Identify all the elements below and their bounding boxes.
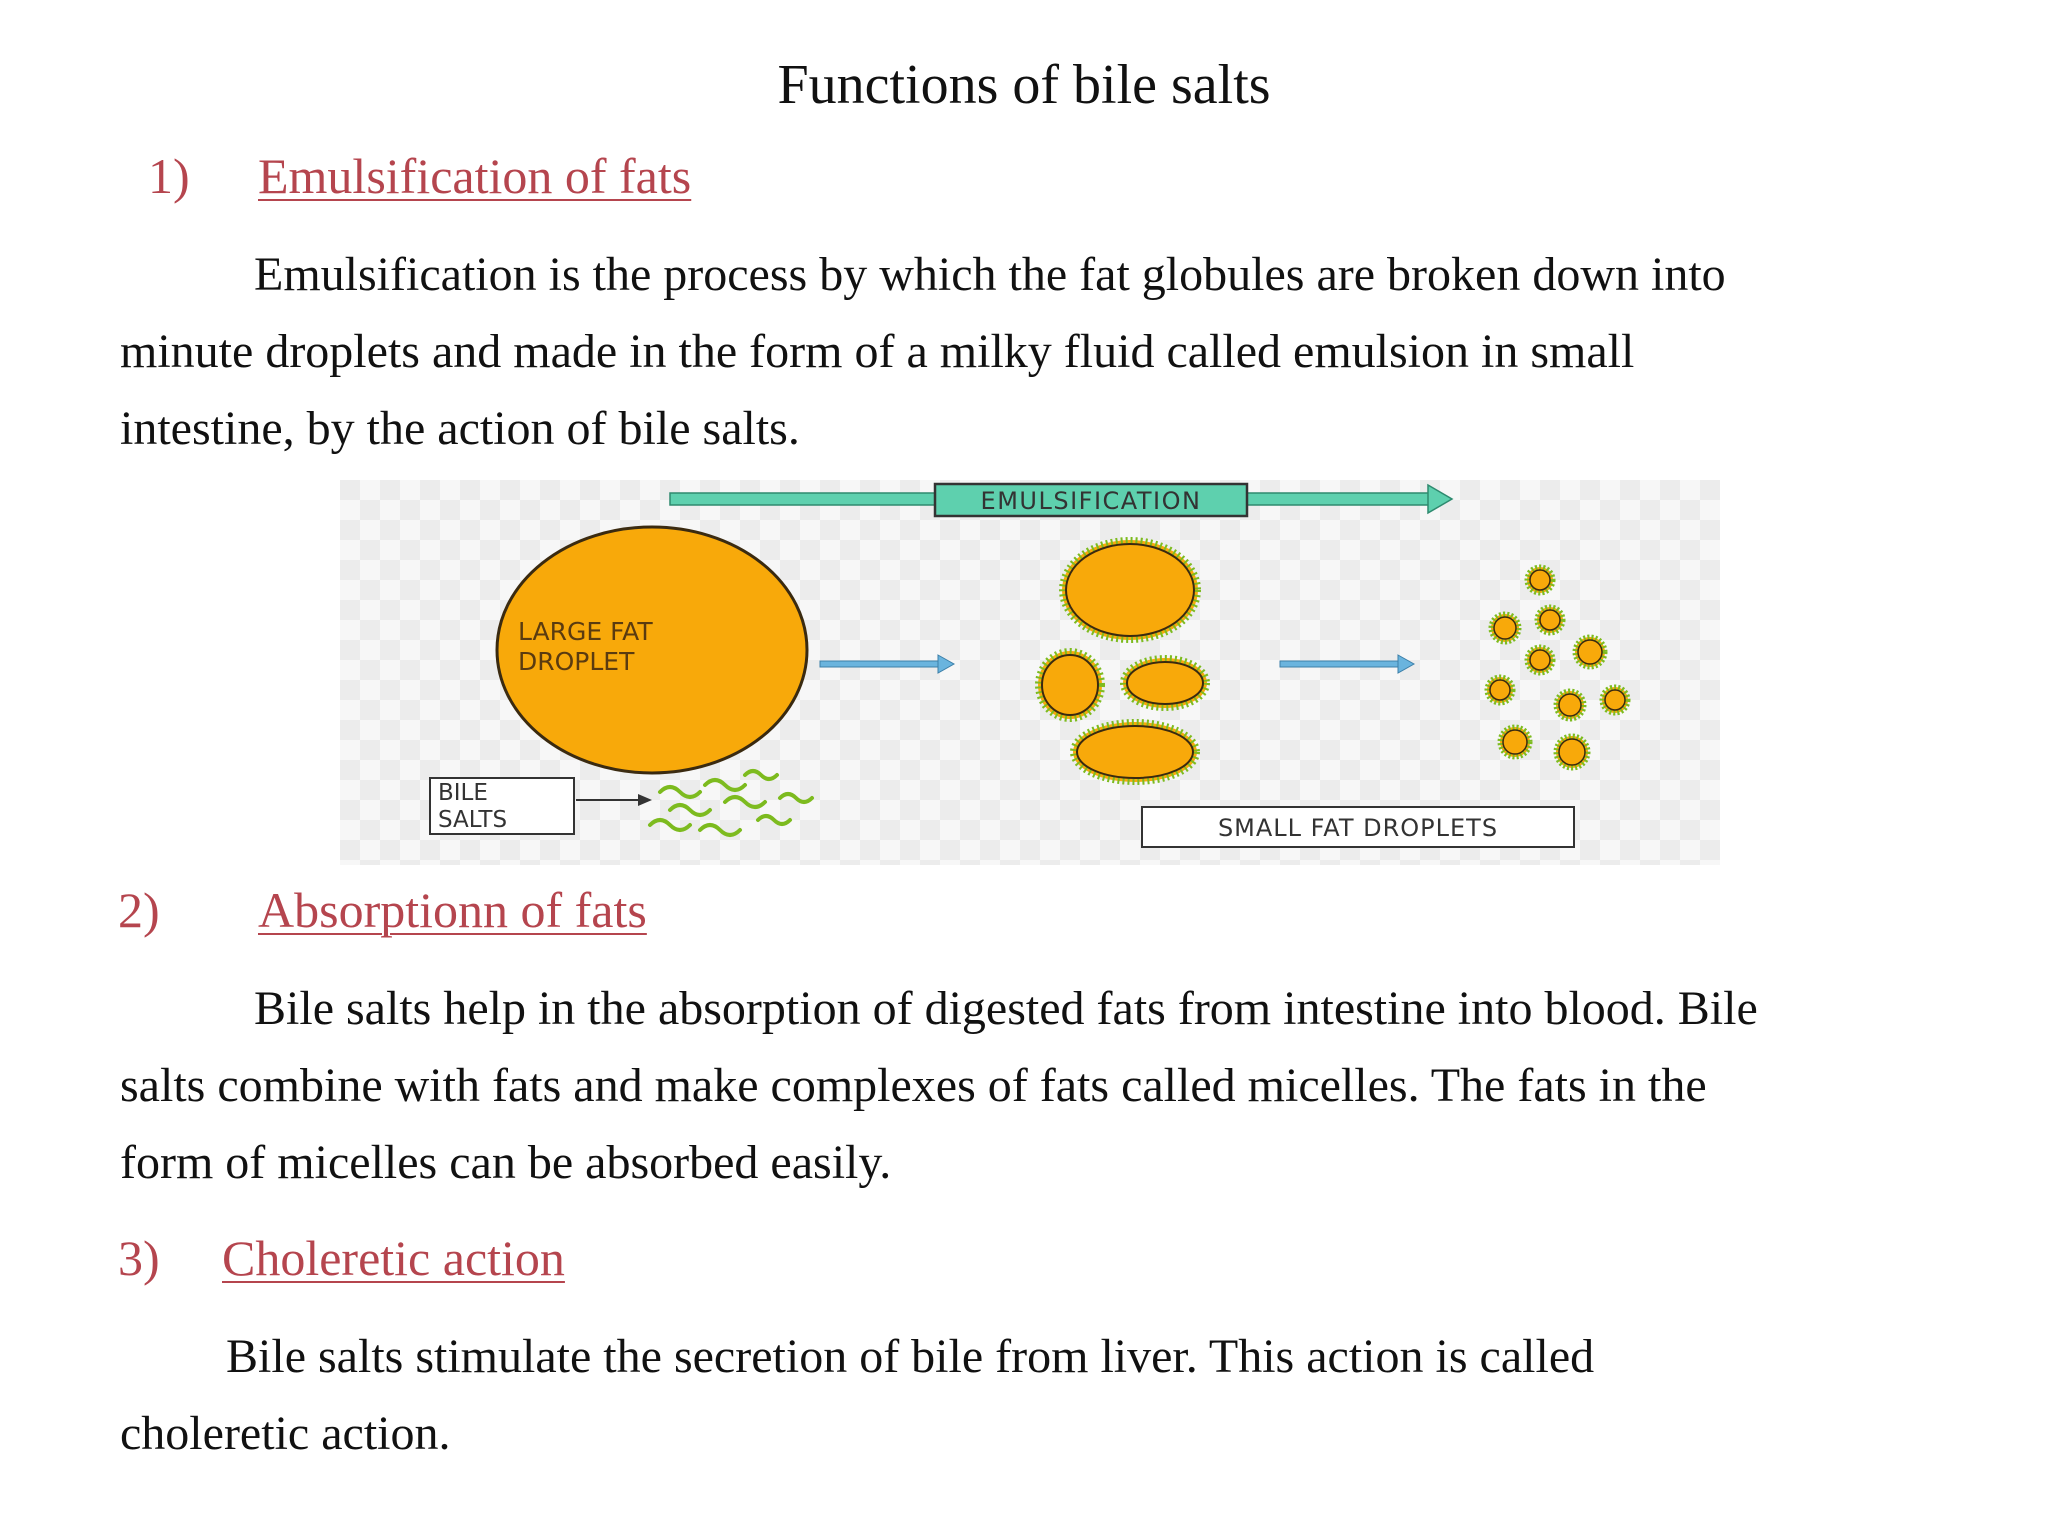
emulsification-diagram: EMULSIFICATION LARGE FAT DROPLET BILE SA… [340, 480, 1720, 865]
medium-fat-droplets-outline [1041, 543, 1204, 779]
large-droplet-label-line1: LARGE FAT [518, 617, 653, 646]
paragraph-line: Bile salts stimulate the secretion of bi… [226, 1330, 1595, 1383]
section-3-heading: 3) Choleretic action [118, 1228, 565, 1288]
bile-label-line2: SALTS [438, 807, 507, 833]
emulsification-svg: EMULSIFICATION LARGE FAT DROPLET BILE SA… [340, 480, 1720, 865]
emulsification-label: EMULSIFICATION [981, 487, 1202, 515]
paragraph-line: choleretic action. [120, 1407, 451, 1460]
section-2-paragraph: Bile salts help in the absorption of dig… [120, 970, 1940, 1201]
flow-arrow-1 [819, 654, 956, 674]
flow-arrow-2 [1279, 654, 1416, 674]
section-1-title: Emulsification of fats [258, 148, 692, 204]
paragraph-line: minute droplets and made in the form of … [120, 325, 1635, 378]
small-fat-droplets [1484, 564, 1631, 771]
paragraph-line: intestine, by the action of bile salts. [120, 402, 800, 455]
large-droplet-label-line2: DROPLET [518, 647, 635, 676]
section-2-title: Absorptionn of fats [258, 882, 647, 938]
small-droplets-label: SMALL FAT DROPLETS [1218, 814, 1498, 842]
section-1-paragraph: Emulsification is the process by which t… [120, 236, 1940, 467]
bile-salt-molecules [648, 769, 814, 837]
medium-fat-droplets [1035, 537, 1210, 785]
section-3-title: Choleretic action [222, 1230, 565, 1286]
section-2-number: 2) [118, 882, 160, 938]
small-droplets-label-box: SMALL FAT DROPLETS [1141, 806, 1575, 848]
page-title: Functions of bile salts [777, 54, 1271, 116]
section-1-heading: 1) Emulsification of fats [148, 146, 691, 206]
section-2-heading: 2) Absorptionn of fats [118, 880, 647, 940]
paragraph-line: Emulsification is the process by which t… [254, 248, 1726, 301]
paragraph-line: salts combine with fats and make complex… [120, 1059, 1707, 1112]
section-3-number: 3) [118, 1230, 160, 1286]
emulsification-arrow: EMULSIFICATION [669, 482, 1454, 518]
bile-label-line1: BILE [438, 780, 488, 806]
bile-salts: BILE SALTS [429, 769, 814, 837]
section-3-paragraph: Bile salts stimulate the secretion of bi… [120, 1318, 1940, 1472]
small-fat-droplets-outline [1489, 569, 1626, 766]
paragraph-line: form of micelles can be absorbed easily. [120, 1136, 892, 1189]
paragraph-line: Bile salts help in the absorption of dig… [254, 982, 1758, 1035]
section-1-number: 1) [148, 148, 190, 204]
large-fat-droplet: LARGE FAT DROPLET [495, 525, 809, 775]
